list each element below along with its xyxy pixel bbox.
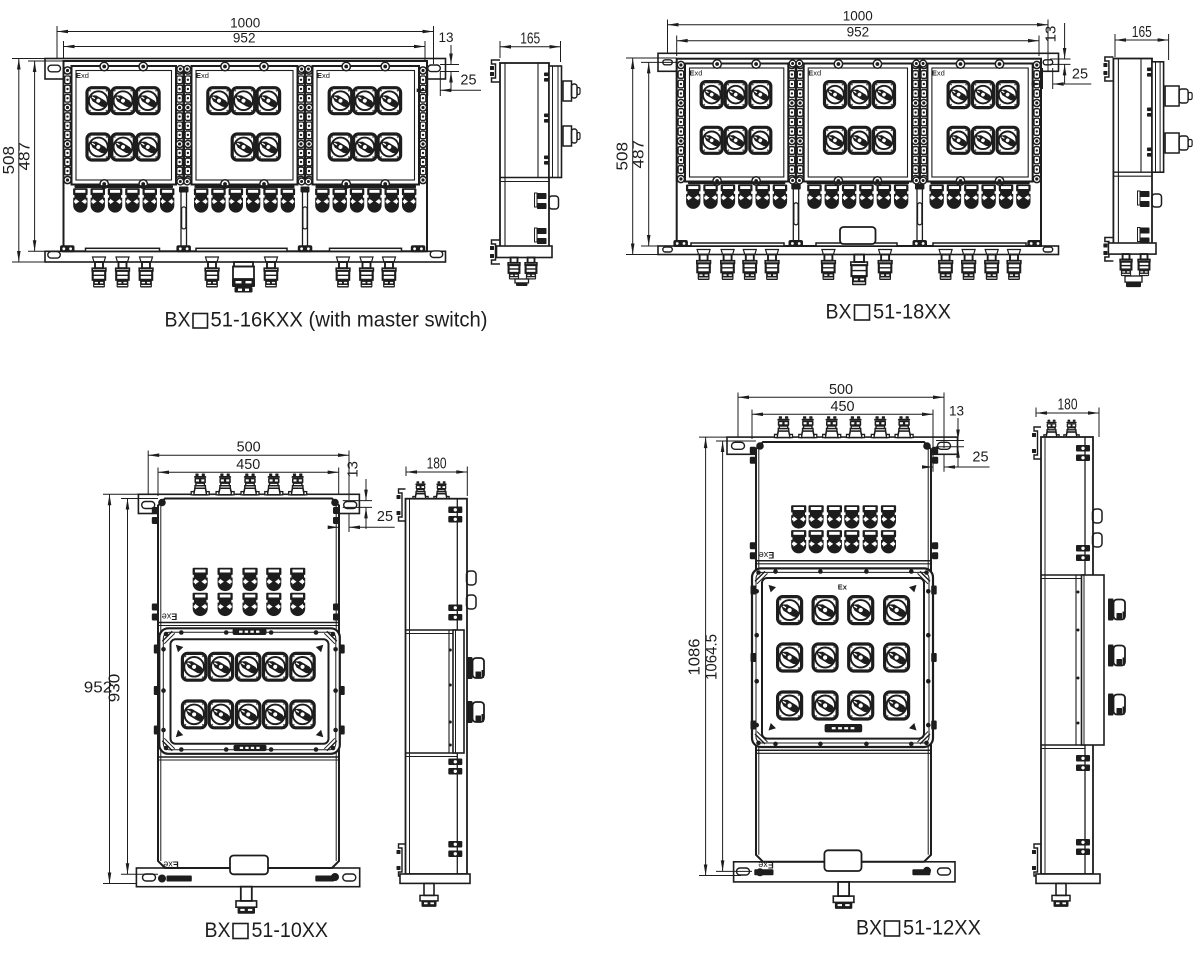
svg-text:952: 952 <box>847 25 870 40</box>
svg-text:165: 165 <box>1132 24 1152 41</box>
svg-text:508: 508 <box>1 146 18 175</box>
svg-text:1000: 1000 <box>843 9 873 24</box>
svg-text:Exe: Exe <box>759 550 775 560</box>
svg-text:Exd: Exd <box>76 71 89 80</box>
svg-text:1064.5: 1064.5 <box>704 634 721 680</box>
svg-text:1000: 1000 <box>230 16 260 31</box>
svg-text:51-12XX: 51-12XX <box>903 917 981 940</box>
svg-text:13: 13 <box>1043 26 1060 43</box>
svg-text:500: 500 <box>829 382 853 398</box>
svg-text:165: 165 <box>520 31 540 48</box>
svg-text:500: 500 <box>237 440 261 456</box>
svg-text:Exd: Exd <box>317 71 330 80</box>
svg-text:25: 25 <box>1072 66 1088 82</box>
svg-text:13: 13 <box>345 461 362 478</box>
svg-text:1086: 1086 <box>687 639 704 676</box>
svg-text:180: 180 <box>1058 397 1078 414</box>
svg-text:BX: BX <box>856 917 882 940</box>
svg-text:25: 25 <box>972 450 988 466</box>
svg-text:Exd: Exd <box>808 69 821 78</box>
svg-text:180: 180 <box>427 456 447 473</box>
svg-text:13: 13 <box>439 30 454 45</box>
svg-text:25: 25 <box>377 509 393 525</box>
svg-text:487: 487 <box>631 140 648 169</box>
svg-text:Exe: Exe <box>758 860 774 870</box>
svg-text:13: 13 <box>949 404 964 419</box>
svg-text:51-16KXX (with master switch): 51-16KXX (with master switch) <box>211 309 488 332</box>
svg-text:Exd: Exd <box>690 69 703 78</box>
svg-text:BX: BX <box>165 309 191 332</box>
svg-text:Exe: Exe <box>162 612 178 622</box>
svg-text:930: 930 <box>107 673 124 702</box>
svg-text:Exe: Exe <box>163 860 179 870</box>
svg-text:952: 952 <box>84 680 113 697</box>
svg-text:952: 952 <box>233 31 256 46</box>
svg-text:BX: BX <box>826 301 852 324</box>
svg-text:450: 450 <box>831 399 855 415</box>
svg-text:450: 450 <box>236 457 260 473</box>
svg-text:51-18XX: 51-18XX <box>873 301 951 324</box>
svg-text:25: 25 <box>460 73 476 89</box>
svg-text:508: 508 <box>615 142 632 171</box>
svg-text:487: 487 <box>17 142 34 171</box>
svg-text:51-10XX: 51-10XX <box>252 919 329 942</box>
svg-text:Exd: Exd <box>196 71 209 80</box>
svg-text:BX: BX <box>205 919 231 942</box>
svg-text:Exd: Exd <box>932 69 945 78</box>
svg-text:Ex: Ex <box>838 583 848 592</box>
